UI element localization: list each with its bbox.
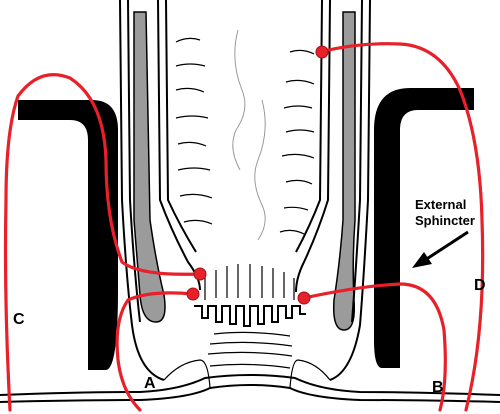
external-sphincter-label-line1: External: [415, 197, 466, 212]
internal-opening-d: [315, 45, 329, 59]
internal-opening-c: [193, 267, 207, 281]
anal-columns: [204, 264, 295, 300]
external-sphincter-label-line2: Sphincter: [415, 213, 475, 228]
label-d: D: [474, 277, 486, 294]
anal-verge-inner: [0, 384, 500, 403]
internal-opening-a: [186, 287, 200, 301]
fistula-tract-c: [3, 73, 200, 412]
skin-fold-left: [163, 359, 211, 389]
lumen-line-1: [232, 29, 246, 171]
internal-sphincter-right: [332, 11, 356, 331]
external-sphincter-arrow: [412, 230, 469, 268]
external-sphincter-right: [374, 88, 474, 368]
lumen-line-2: [254, 99, 266, 241]
label-c: C: [13, 311, 25, 328]
label-b: B: [432, 379, 444, 396]
internal-opening-b: [297, 291, 311, 305]
anal-canal-folds: [207, 331, 293, 369]
fistula-tract-d: [318, 42, 485, 412]
fistula-tract-b: [302, 282, 447, 412]
skin-fold-right: [289, 359, 331, 389]
mucosal-folds-right: [279, 49, 315, 235]
external-sphincter-left: [18, 100, 118, 371]
left-wall: [119, 0, 201, 381]
right-wall: [295, 0, 371, 381]
fistula-tract-a: [115, 291, 195, 412]
mucosal-folds-left: [175, 37, 213, 225]
dentate-line: [194, 305, 306, 327]
internal-sphincter-left: [133, 11, 166, 323]
anal-verge: [0, 374, 500, 396]
label-a: A: [144, 375, 156, 392]
